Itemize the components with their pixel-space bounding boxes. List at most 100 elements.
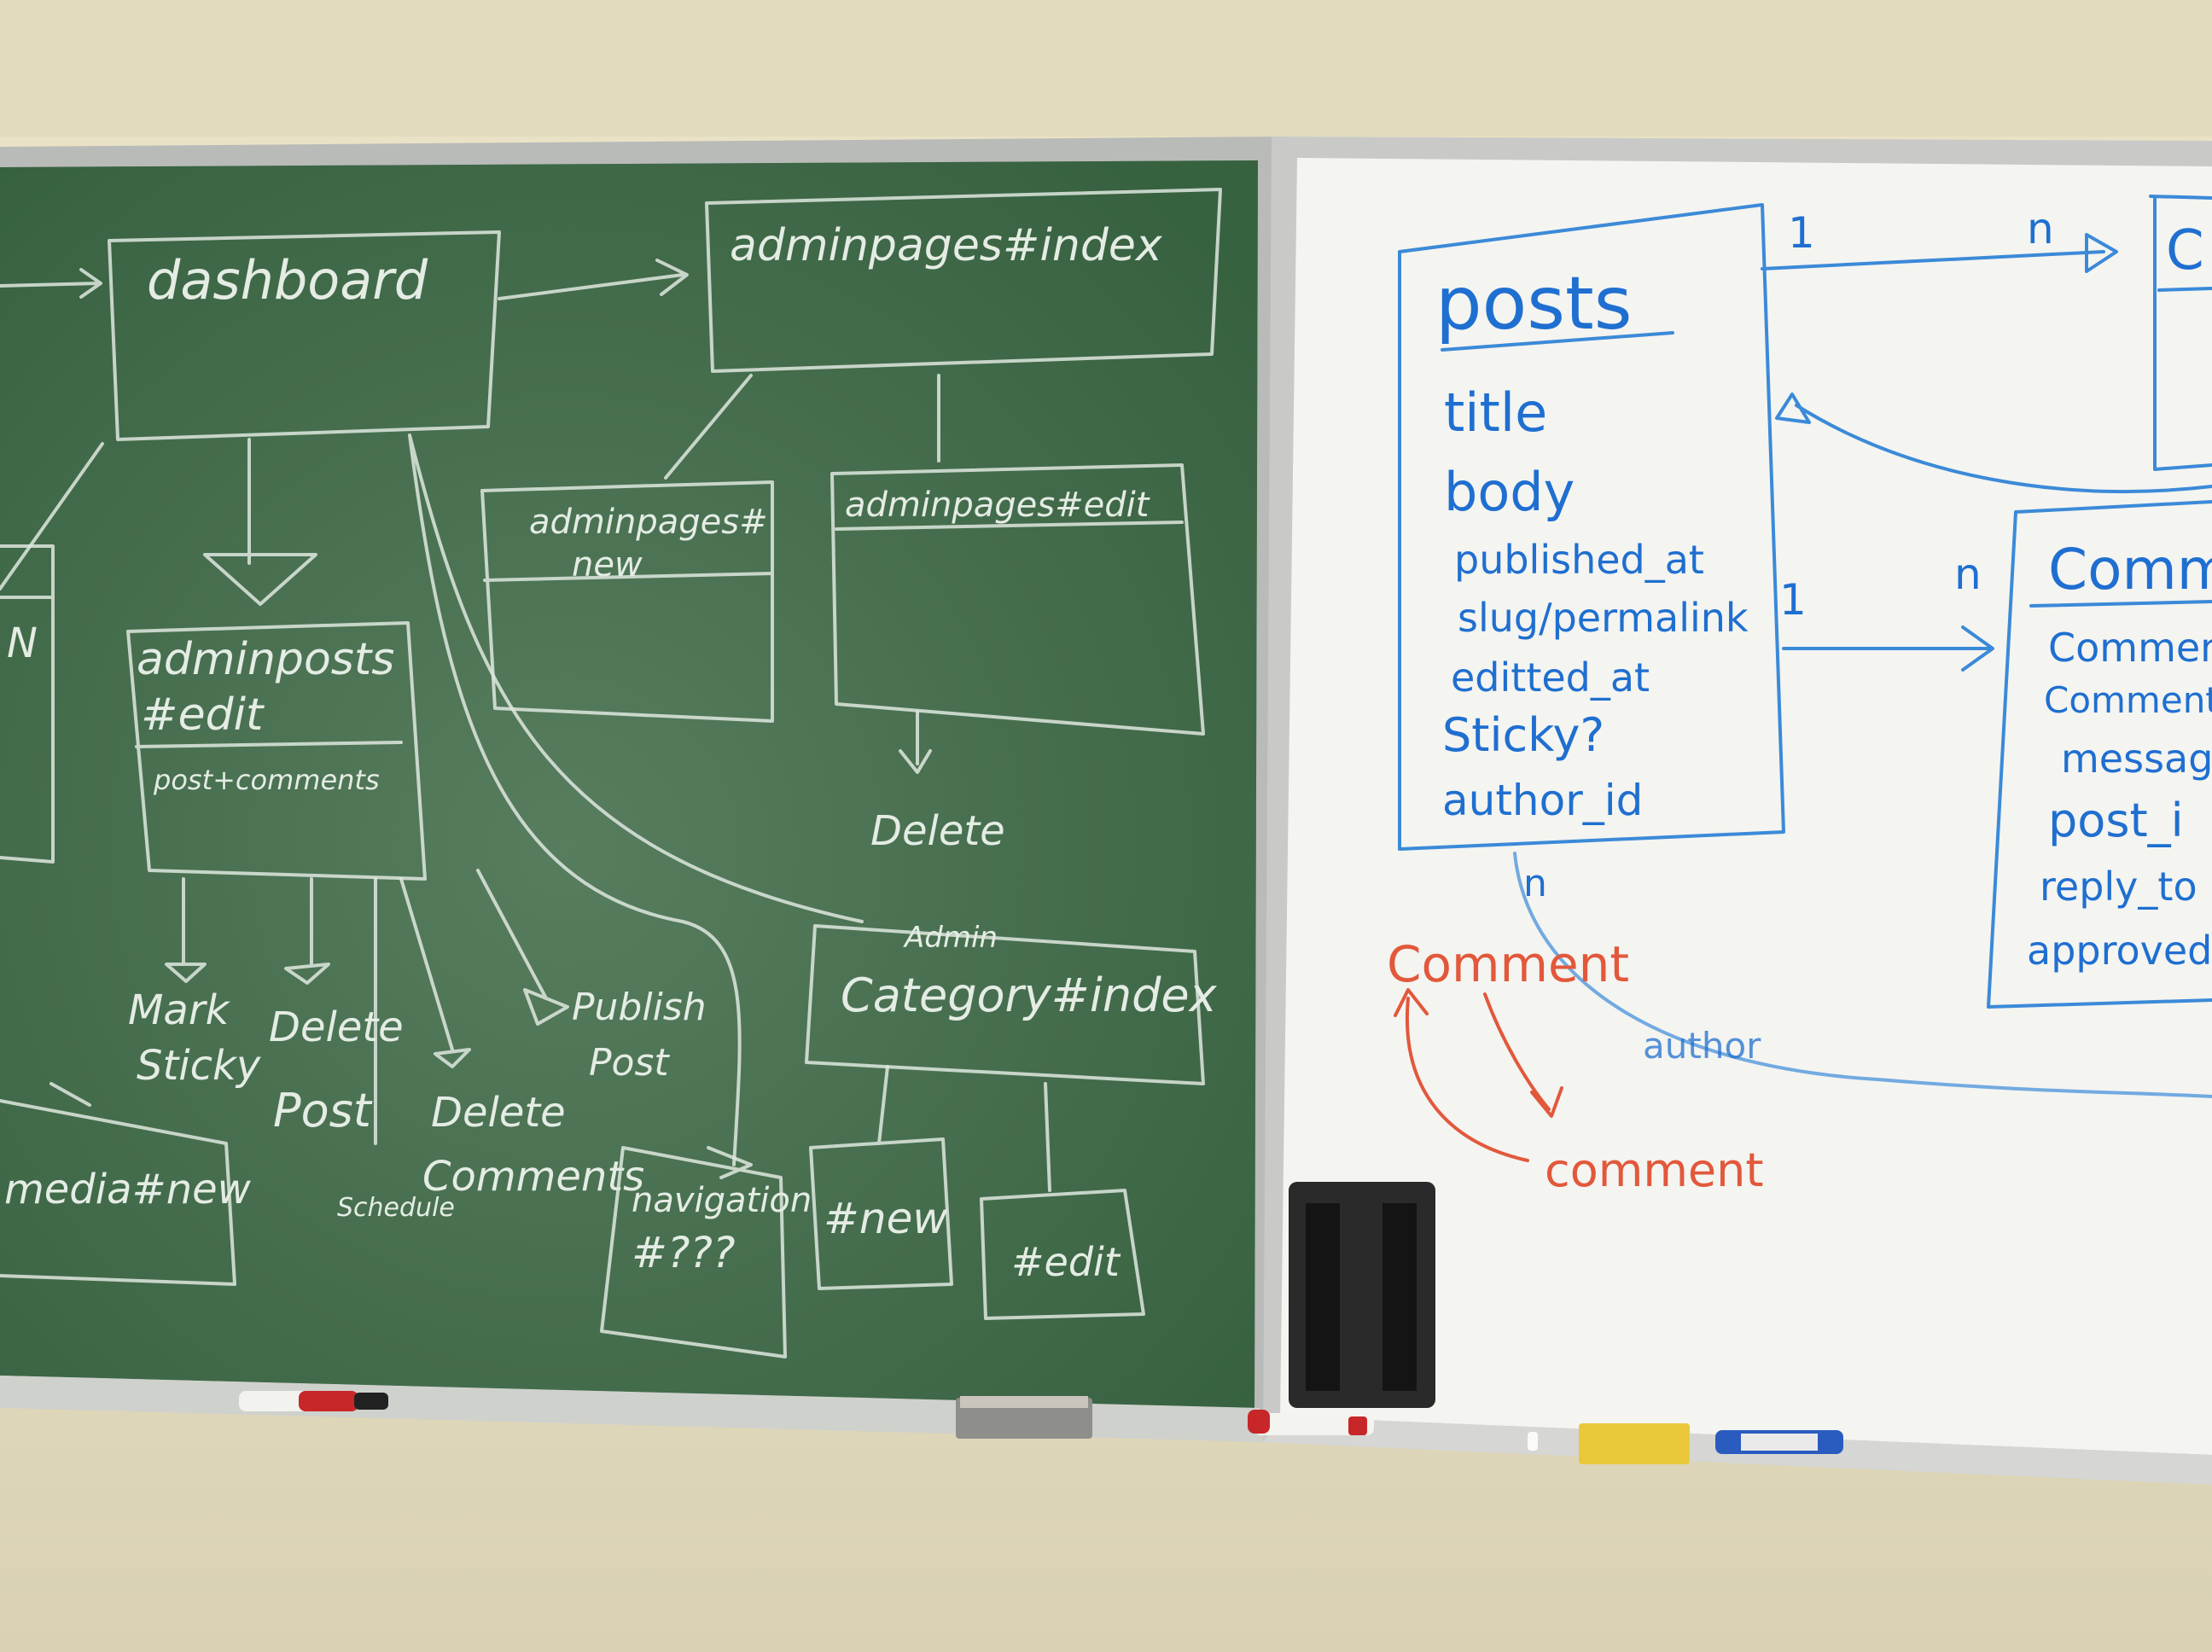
- comments-field-6: approved: [2027, 928, 2212, 974]
- adminposts-branch-arrows: [165, 869, 569, 1145]
- posts-to-comments-arrow: [1782, 625, 1994, 672]
- marker-white-2: [1254, 1413, 1374, 1435]
- comments-field-2: Commente: [2044, 679, 2212, 721]
- adminposts-sub-label: post+comments: [153, 764, 380, 796]
- mark-label-2: Sticky: [137, 1042, 261, 1090]
- navigation-box: [600, 1146, 787, 1358]
- marker-tip-red: [1348, 1416, 1367, 1435]
- edit-box: [980, 1082, 1145, 1320]
- comments-field-1: Commen: [2048, 625, 2212, 671]
- eraser-holder-slot-right: [1382, 1203, 1417, 1391]
- navigation-label-2: #???: [632, 1228, 736, 1277]
- chalk-piece: [1528, 1432, 1538, 1451]
- arrow-into-dashboard: [0, 268, 102, 299]
- eraser-top: [960, 1396, 1088, 1408]
- delete-post-label-1: Delete: [269, 1003, 404, 1051]
- adminpages-edit-box: [830, 463, 1205, 736]
- adminpages-index-label: adminpages#index: [730, 220, 1163, 271]
- rel-1-mid: 1: [1779, 575, 1807, 625]
- categories-table-box: [2149, 195, 2212, 471]
- arrow-dashboard-to-adminpages: [498, 259, 689, 300]
- adminposts-label-1: adminposts: [137, 634, 394, 685]
- posts-field-slug: slug/permalink: [1458, 595, 1749, 641]
- posts-field-body: body: [1444, 461, 1575, 523]
- arrow-to-delete: [899, 711, 932, 774]
- media-new-label: media#new: [4, 1166, 252, 1213]
- edit-label: #edit: [1011, 1239, 1121, 1285]
- eraser-holder: [1289, 1182, 1435, 1408]
- comment-top-label: Comment: [1387, 935, 1629, 993]
- rel-n-top: n: [2027, 204, 2054, 253]
- comments-field-5: reply_to: [2040, 864, 2197, 910]
- categories-to-posts-curve: [1775, 393, 2212, 493]
- comments-title: Comm: [2048, 537, 2212, 602]
- delete-comments-label-1: Delete: [431, 1089, 566, 1137]
- adminposts-edit-box: [126, 621, 427, 881]
- adminpages-branches: [664, 374, 940, 480]
- whiteboard: [1263, 137, 2212, 1485]
- marker-box-yellow: [1579, 1423, 1690, 1464]
- adminpages-new-label-2: new: [572, 545, 643, 585]
- author-relationship-curve: [1513, 852, 2212, 1098]
- whiteboard-diagram: posts title body published_at slug/perma…: [1398, 195, 2212, 1098]
- marker-cap-red-2: [1248, 1410, 1270, 1434]
- admin-category-label-2: Category#index: [841, 969, 1218, 1022]
- media-new-box: [0, 1082, 236, 1286]
- adminpages-new-box: [480, 480, 774, 723]
- rel-1-top: 1: [1788, 208, 1815, 258]
- rel-n-mid: n: [1954, 550, 1982, 599]
- left-n-label: N: [7, 620, 38, 667]
- posts-field-title: title: [1444, 381, 1547, 444]
- comment-bottom-label: comment: [1545, 1143, 1764, 1197]
- comment-back-arrow: [1394, 988, 1529, 1162]
- adminpages-new-label-1: adminpages#: [529, 503, 768, 542]
- wall-top: [0, 0, 2212, 137]
- adminpages-edit-label: adminpages#edit: [845, 486, 1150, 525]
- delete-label: Delete: [870, 807, 1005, 855]
- marker-blue-label: [1741, 1434, 1818, 1451]
- whiteboard-tray-items: [1248, 1410, 1843, 1464]
- left-partial-box: [0, 544, 55, 864]
- publish-post-label-2: Post: [589, 1041, 670, 1085]
- dashboard-box: [108, 230, 501, 441]
- admin-category-label-1: Admin: [903, 921, 998, 955]
- delete-post-label-2: Post: [273, 1084, 373, 1137]
- posts-title-underline: [1441, 331, 1674, 352]
- marker-cap-black: [354, 1393, 388, 1410]
- arrow-dashboard-to-adminposts: [203, 438, 317, 606]
- dashboard-label: dashboard: [147, 249, 428, 311]
- marker-cap-red: [299, 1391, 358, 1411]
- dashboard-to-navigation-curves: [408, 433, 864, 1166]
- schedule-label: Schedule: [337, 1193, 455, 1223]
- posts-field-sticky: Sticky?: [1442, 708, 1604, 762]
- admin-category-box: [805, 924, 1205, 1085]
- eraser-holder-slot-left: [1306, 1203, 1340, 1391]
- navigation-label-1: navigation: [632, 1181, 812, 1220]
- posts-field-author-id: author_id: [1442, 776, 1643, 825]
- posts-field-published-at: published_at: [1454, 537, 1704, 583]
- publish-post-label-1: Publish: [572, 986, 707, 1029]
- rel-n-bottom: n: [1523, 862, 1547, 905]
- posts-to-categories-arrow: [1761, 233, 2118, 273]
- new-box: [809, 1065, 953, 1290]
- comments-field-4: post_i: [2048, 794, 2184, 847]
- delete-comments-label-2: Comments: [422, 1153, 644, 1201]
- comments-field-3: messag: [2061, 736, 2212, 782]
- left-diagonal: [0, 442, 104, 590]
- comments-table-box: [1987, 500, 2212, 1009]
- posts-title: posts: [1435, 261, 1633, 346]
- author-label: author: [1643, 1025, 1761, 1067]
- chalk-tray-items: [239, 1391, 1092, 1439]
- comment-down-arrow: [1483, 992, 1563, 1118]
- new-label: #new: [824, 1194, 947, 1243]
- adminposts-label-2: #edit: [141, 689, 265, 741]
- posts-field-editted-at: editted_at: [1451, 654, 1650, 701]
- chalk-diagram: dashboard adminpages#index adminpages# n…: [0, 188, 1222, 1358]
- adminpages-index-box: [705, 188, 1222, 373]
- categories-title: C: [2166, 219, 2204, 282]
- mark-label-1: Mark: [128, 986, 231, 1034]
- comment-self-reference: Comment comment: [1387, 935, 1764, 1197]
- whiteboard-surface: [1280, 158, 2212, 1455]
- posts-table-box: [1398, 203, 1785, 851]
